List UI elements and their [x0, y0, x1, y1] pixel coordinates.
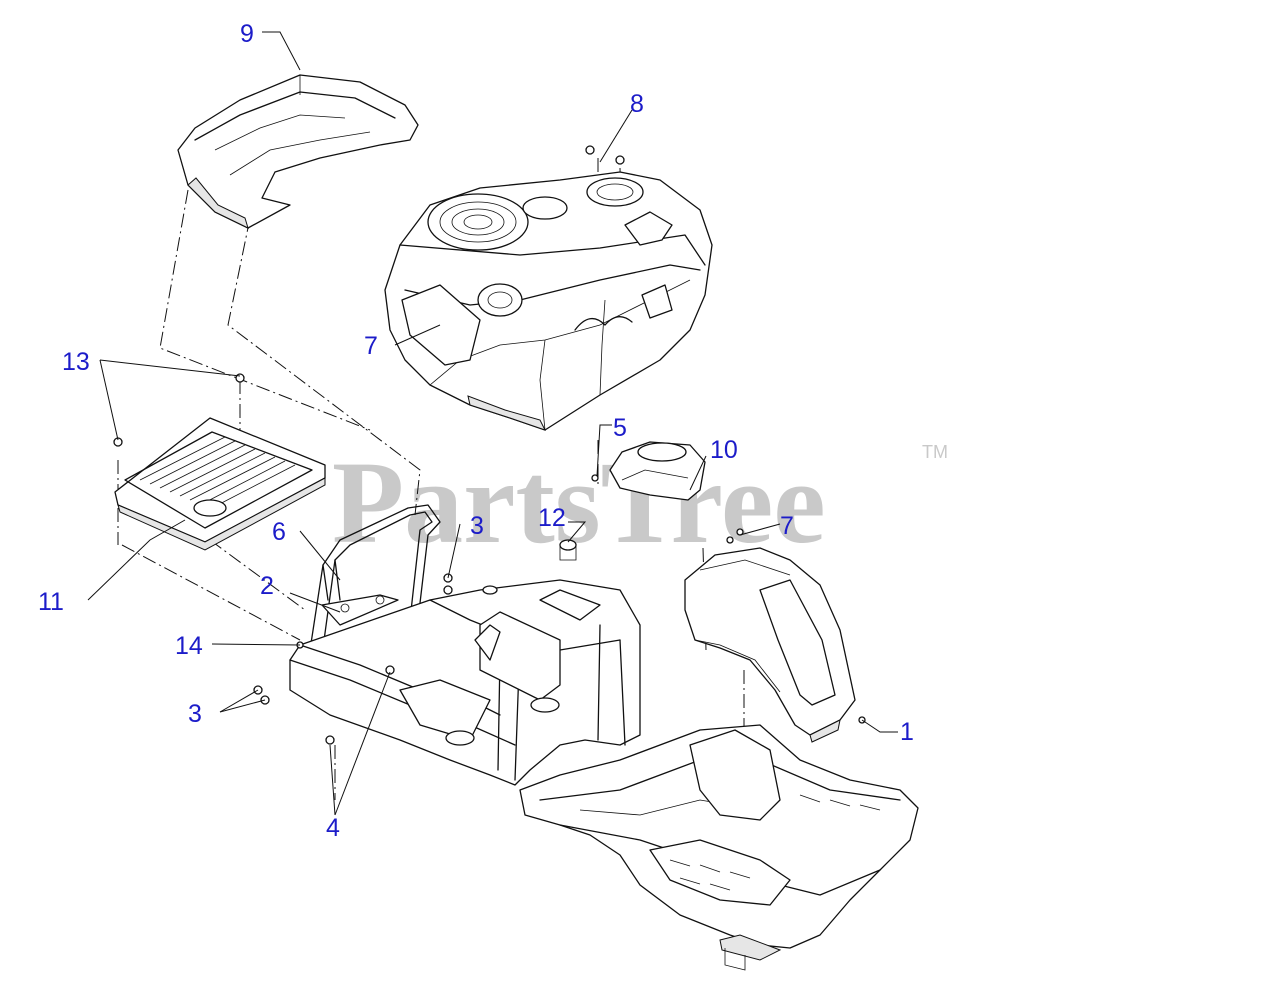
part-rear-fender-cover [177, 74, 419, 229]
callout-1: 1 [900, 718, 914, 746]
callout-8: 8 [630, 90, 644, 118]
part-hood [384, 171, 713, 431]
part-floor-pan [519, 724, 919, 971]
callout-12: 12 [538, 504, 566, 532]
watermark-trademark: TM [922, 442, 948, 462]
callout-3-lower: 3 [188, 700, 202, 728]
watermark-text: PartsTree [332, 437, 826, 568]
leader-lines [87, 31, 898, 816]
callout-6: 6 [272, 518, 286, 546]
part-handle-bar [309, 504, 441, 656]
callout-5: 5 [613, 414, 627, 442]
callout-2: 2 [260, 572, 274, 600]
part-battery-cover [114, 417, 326, 551]
part-console [684, 547, 856, 743]
part-bracket [321, 594, 399, 626]
callouts: 9 8 7 13 5 10 3 12 7 6 11 2 14 3 1 4 [38, 20, 914, 842]
callout-3-upper: 3 [470, 512, 484, 540]
callout-9: 9 [240, 20, 254, 48]
part-frame [289, 539, 641, 786]
callout-4: 4 [326, 814, 340, 842]
callout-7-console: 7 [780, 512, 794, 540]
watermark: PartsTree TM [332, 437, 948, 568]
callout-14: 14 [175, 632, 203, 660]
callout-10: 10 [710, 436, 738, 464]
callout-11: 11 [38, 588, 64, 616]
callout-7-hood: 7 [364, 332, 378, 360]
part-dash-cover [609, 441, 706, 501]
callout-13: 13 [62, 348, 90, 376]
fasteners [113, 145, 866, 745]
